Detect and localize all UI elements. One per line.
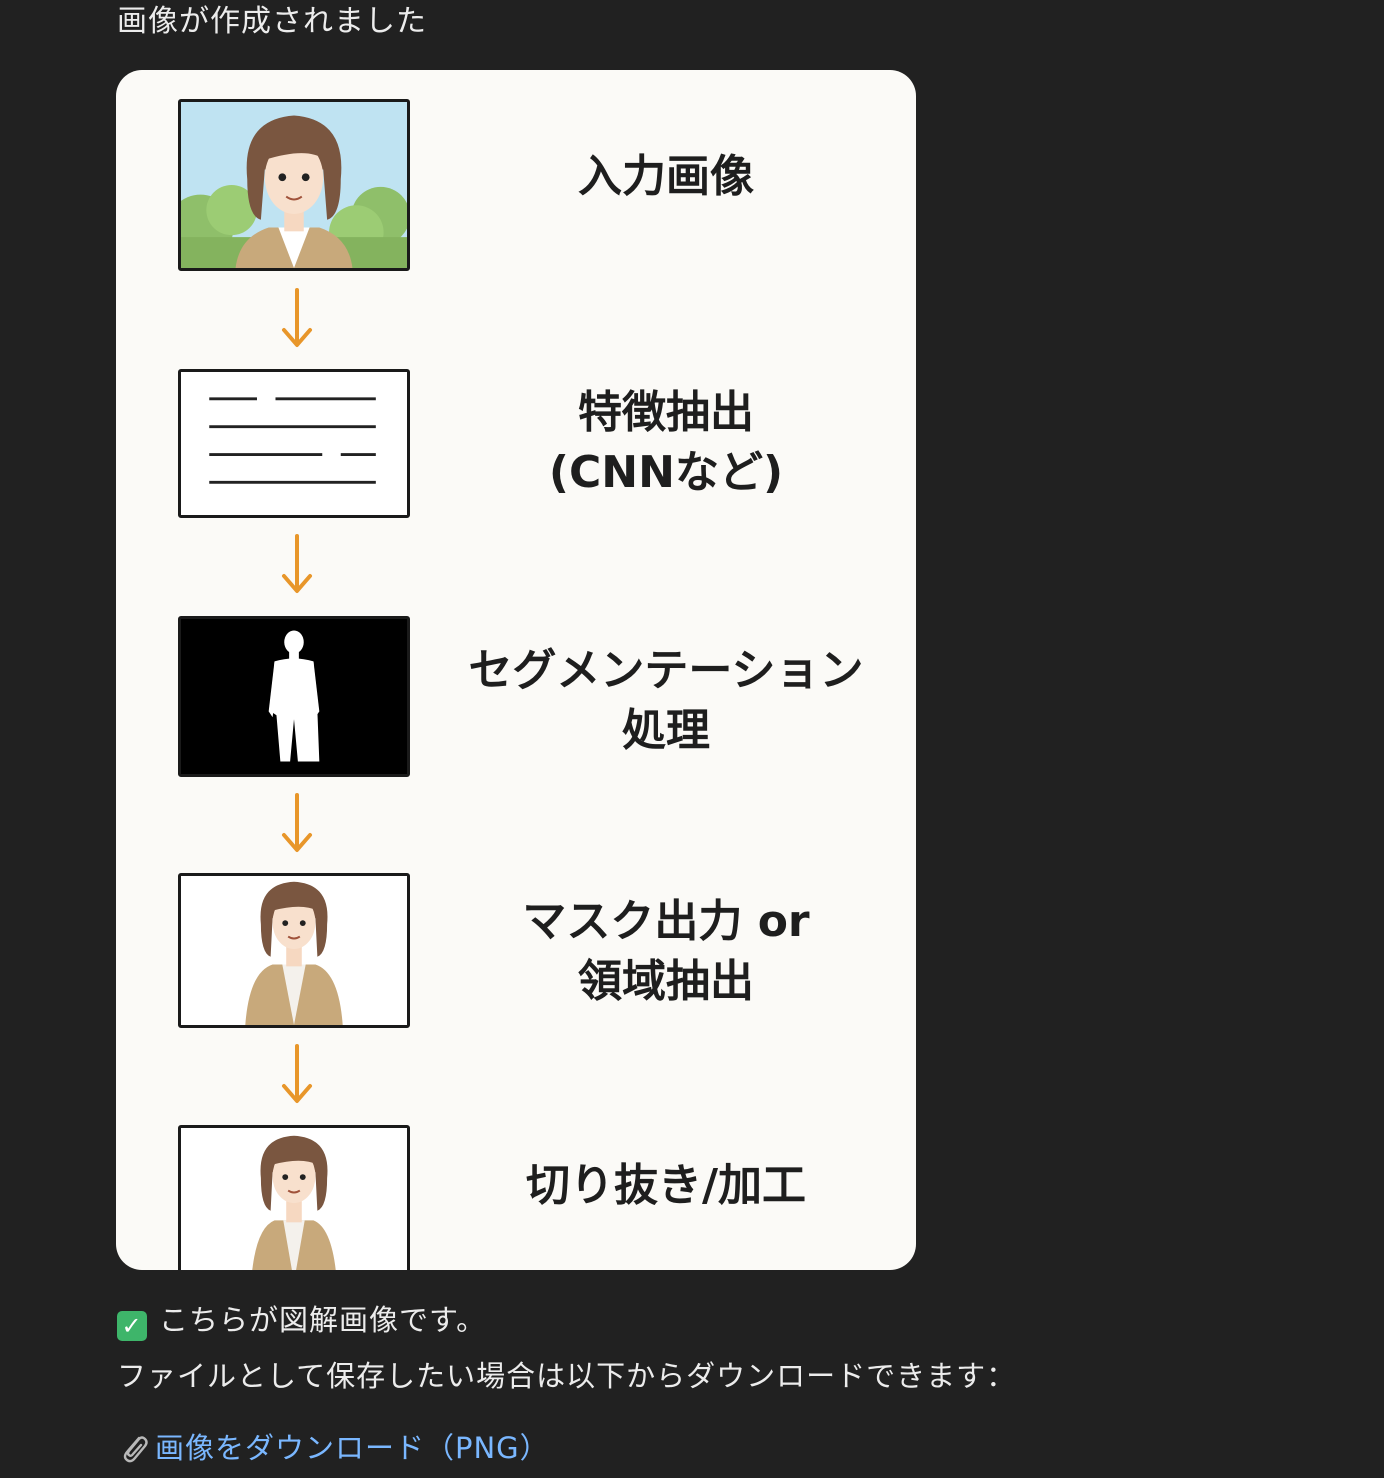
summary-line: ✓ こちらが図解画像です。: [117, 1300, 486, 1341]
step-4-thumbnail: [178, 873, 410, 1028]
step-2-thumbnail: [178, 369, 410, 518]
step-2-label-line1: 特徴抽出: [578, 387, 754, 438]
step-5-label: 切り抜き/加工: [446, 1156, 886, 1216]
step-1-label: 入力画像: [446, 147, 886, 207]
step-1-label-line1: 入力画像: [578, 151, 754, 202]
silhouette-mask-icon: [181, 619, 407, 774]
down-arrow-icon: [282, 793, 312, 852]
step-4-label: マスク出力 or 領域抽出: [446, 892, 886, 1012]
step-5-label-line1: 切り抜き/加工: [525, 1160, 807, 1211]
paperclip-icon: [123, 1436, 148, 1463]
portrait-cutout-icon: [181, 1128, 407, 1270]
message-header: 画像が作成されました: [117, 4, 427, 39]
portrait-white-bg-icon: [181, 876, 407, 1025]
text-lines-icon: [181, 372, 407, 515]
step-4-label-line2: 領域抽出: [578, 956, 754, 1007]
down-arrow-icon: [282, 534, 312, 593]
step-3-label-line2: 処理: [622, 705, 710, 756]
step-3-label-line1: セグメンテーション: [468, 645, 864, 696]
down-arrow-icon: [282, 288, 312, 347]
portrait-outdoor-icon: [181, 102, 407, 268]
download-link[interactable]: 画像をダウンロード（PNG）: [117, 1428, 550, 1468]
step-5-thumbnail: [178, 1125, 410, 1270]
generated-image[interactable]: 入力画像 特徴抽出 (CNNなど): [116, 70, 916, 1270]
down-arrow-icon: [282, 1044, 312, 1103]
check-mark-icon: ✓: [117, 1311, 147, 1341]
step-2-label-line2: (CNNなど): [548, 447, 784, 498]
step-2-label: 特徴抽出 (CNNなど): [446, 383, 886, 503]
step-3-thumbnail: [178, 616, 410, 777]
step-4-label-line1: マスク出力 or: [522, 896, 810, 947]
step-1-thumbnail: [178, 99, 410, 271]
step-3-label: セグメンテーション 処理: [446, 641, 886, 761]
download-link-label[interactable]: 画像をダウンロード（PNG）: [155, 1431, 550, 1465]
instruction-line: ファイルとして保存したい場合は以下からダウンロードできます：: [117, 1359, 1017, 1393]
summary-text: こちらが図解画像です。: [159, 1303, 487, 1337]
